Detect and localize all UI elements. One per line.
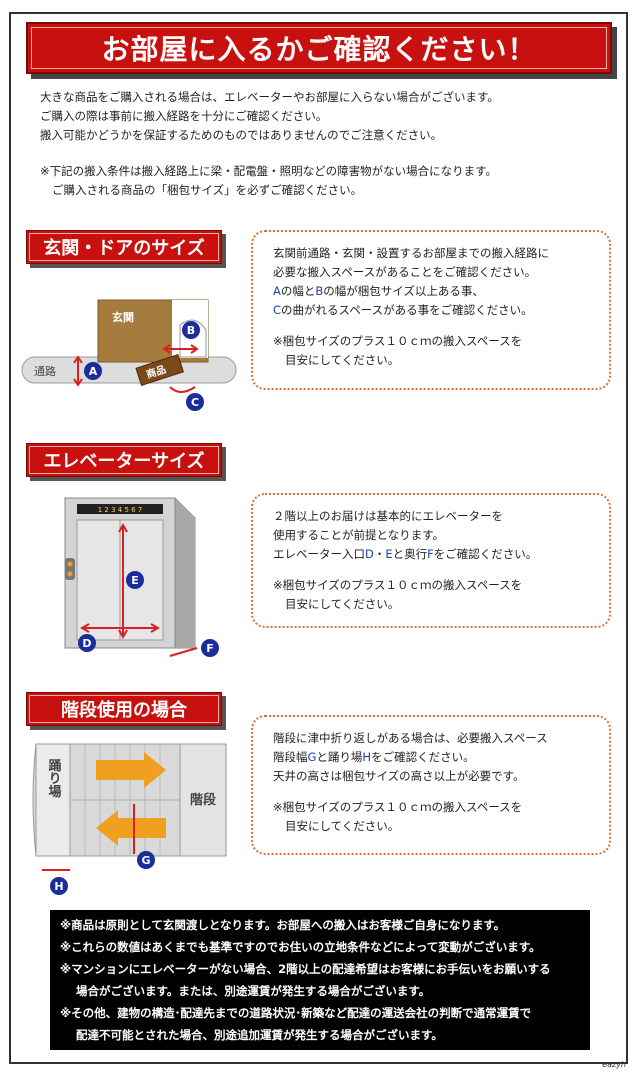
- note-line: ご購入される商品の「梱包サイズ」を必ずご確認ください。: [52, 183, 363, 197]
- badge-h: H: [54, 880, 63, 893]
- badge-g: G: [141, 854, 150, 867]
- kaidan-label: 階段: [190, 792, 216, 808]
- plus-note: 目安にしてください。: [285, 819, 400, 833]
- footer-line: ※商品は原則として玄関渡しとなります。お部屋への搬入はお客様ご自身になります。: [60, 918, 506, 932]
- section-title-door: 玄関・ドアのサイズ: [26, 230, 222, 264]
- footer-line: ※その他、建物の構造･配達先までの道路状況･新築など配達の運送会社の判断で通常運…: [60, 1006, 532, 1020]
- info-line: 使用することが前提となります。: [273, 528, 445, 542]
- genkan-label: 玄関: [112, 310, 134, 324]
- footer-line: ※これらの数値はあくまでも基準ですのでお住いの立地条件などによって変動がございま…: [60, 940, 541, 954]
- intro-text: 大きな商品をご購入される場合は、エレベーターやお部屋に入らない場合がございます。…: [40, 88, 600, 145]
- badge-a: A: [89, 365, 98, 378]
- intro-line: ご購入の際は事前に搬入経路を十分にご確認ください。: [40, 109, 328, 123]
- section-title-label: エレベーターサイズ: [29, 446, 219, 474]
- section-title-label: 階段使用の場合: [29, 695, 219, 723]
- stairs-diagram: 踊り場 階段 G H: [32, 743, 227, 895]
- info-line: 必要な搬入スペースがあることをご確認ください。: [273, 265, 537, 279]
- door-info-box: 玄関前通路・玄関・設置するお部屋までの搬入経路に 必要な搬入スペースがあることを…: [251, 230, 611, 390]
- badge-e: E: [131, 574, 139, 587]
- intro-line: 搬入可能かどうかを保証するためのものではありませんのでご注意ください。: [40, 128, 443, 142]
- footer-line: 配達不可能とされた場合、別途追加運賃が発生する場合がございます。: [76, 1028, 443, 1042]
- section-title-label: 玄関・ドアのサイズ: [29, 233, 219, 261]
- footer-line: 場合がございます。または、別途運賃が発生する場合がございます。: [76, 984, 431, 998]
- floor-indicator: 1 2 3 4 5 6 7: [98, 506, 143, 514]
- info-line: ２階以上のお届けは基本的にエレベーターを: [273, 509, 503, 523]
- info-line: 玄関前通路・玄関・設置するお部屋までの搬入経路に: [273, 246, 549, 260]
- badge-f: F: [206, 642, 214, 655]
- footer-line: ※マンションにエレベーターがない場合、2階以上の配達希望はお客様にお手伝いをお願…: [60, 962, 551, 976]
- section-title-stairs: 階段使用の場合: [26, 692, 222, 726]
- badge-d: D: [82, 637, 91, 650]
- info-line: エレベーター入口D・Eと奥行Fをご確認ください。: [273, 547, 538, 561]
- intro-line: 大きな商品をご購入される場合は、エレベーターやお部屋に入らない場合がございます。: [40, 90, 499, 104]
- info-line: Aの幅とBの幅が梱包サイズ以上ある事、: [273, 284, 484, 298]
- page-frame: [9, 12, 628, 1064]
- odoriba-label: 踊り場: [46, 759, 62, 799]
- info-line: Cの曲がれるスペースがある事をご確認ください。: [273, 303, 533, 317]
- tsuro-label: 通路: [34, 365, 56, 378]
- banner-title: お部屋に入るかご確認ください！: [31, 27, 607, 69]
- plus-note: 目安にしてください。: [285, 353, 400, 367]
- badge-b: B: [187, 324, 195, 337]
- badge-c: C: [191, 396, 199, 409]
- title-banner: お部屋に入るかご確認ください！: [26, 22, 612, 74]
- conditions-note: ※下記の搬入条件は搬入経路上に梁・配電盤・照明などの障害物がない場合になります。…: [40, 162, 600, 200]
- note-line: ※下記の搬入条件は搬入経路上に梁・配電盤・照明などの障害物がない場合になります。: [40, 164, 497, 178]
- plus-note: ※梱包サイズのプラス１０ｃｍの搬入スペースを: [273, 578, 523, 592]
- info-line: 階段に津中折り返しがある場合は、必要搬入スペース: [273, 731, 548, 745]
- plus-note: 目安にしてください。: [285, 597, 400, 611]
- plus-note: ※梱包サイズのプラス１０ｃｍの搬入スペースを: [273, 800, 523, 814]
- stairs-info-box: 階段に津中折り返しがある場合は、必要搬入スペース 階段幅Gと踊り場Hをご確認くだ…: [251, 715, 611, 855]
- elevator-info-box: ２階以上のお届けは基本的にエレベーターを 使用することが前提となります。 エレベ…: [251, 493, 611, 628]
- info-line: 天井の高さは梱包サイズの高さ以上が必要です。: [273, 769, 525, 783]
- footer-notice: ※商品は原則として玄関渡しとなります。お部屋への搬入はお客様ご自身になります。 …: [50, 910, 590, 1050]
- elevator-diagram: 1 2 3 4 5 6 7 E D F: [64, 497, 219, 657]
- signature: eazyh: [602, 1060, 626, 1069]
- info-line: 階段幅Gと踊り場Hをご確認ください。: [273, 750, 475, 764]
- section-title-elevator: エレベーターサイズ: [26, 443, 222, 477]
- plus-note: ※梱包サイズのプラス１０ｃｍの搬入スペースを: [273, 334, 523, 348]
- door-diagram: 通路 玄関 商品 A B C: [21, 299, 237, 411]
